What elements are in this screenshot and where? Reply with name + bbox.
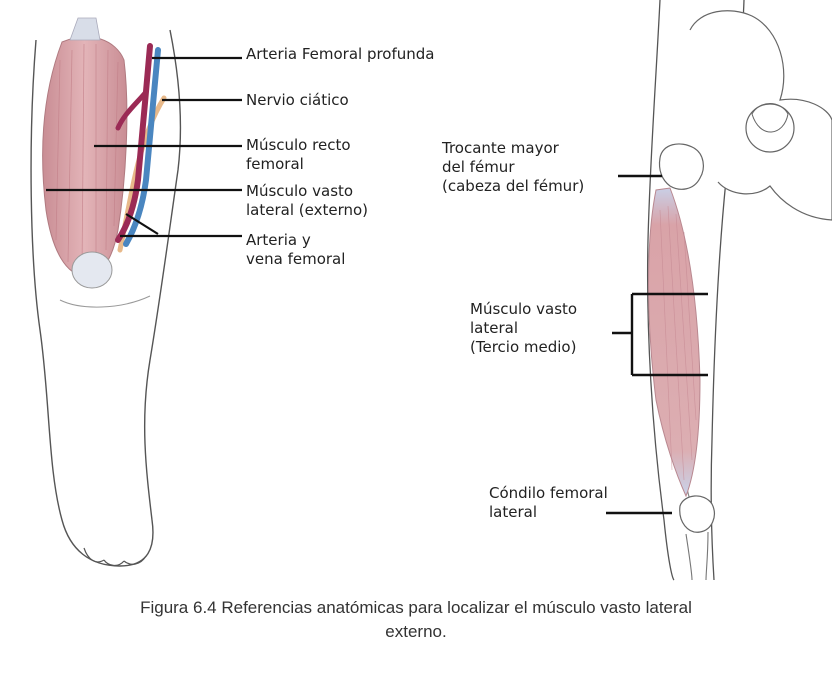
tibia xyxy=(685,531,709,581)
patella xyxy=(71,251,113,289)
vastus-fibers xyxy=(659,205,697,481)
label-arteria-vena-femoral: Arteria y vena femoral xyxy=(246,231,346,268)
deep-femoral-artery xyxy=(115,89,149,131)
label-musculo-recto-femoral: Músculo recto femoral xyxy=(246,136,351,173)
figure-caption: Figura 6.4 Referencias anatómicas para l… xyxy=(0,596,832,644)
vastus-lateralis-muscle xyxy=(648,187,701,498)
left-leg-outline xyxy=(30,29,182,567)
rectus-tendon-top xyxy=(69,17,101,41)
caption-line-1: Figura 6.4 Referencias anatómicas para l… xyxy=(140,598,692,617)
femoral-artery xyxy=(115,43,153,243)
pelvis xyxy=(689,10,832,221)
left-leg-illustration xyxy=(30,17,182,567)
label-arteria-femoral-profunda: Arteria Femoral profunda xyxy=(246,45,435,63)
label-trocante-mayor: Trocante mayor del fémur (cabeza del fém… xyxy=(442,139,585,195)
left-knee-line xyxy=(59,295,151,308)
left-leader-lines xyxy=(46,56,242,238)
left-foot-toes xyxy=(83,547,147,566)
label-nervio-ciatico: Nervio ciático xyxy=(246,91,349,109)
greater-trochanter xyxy=(658,143,704,190)
rectus-femoris-muscle xyxy=(42,36,128,277)
femoral-vein xyxy=(123,47,161,247)
muscle-fibers xyxy=(55,43,119,271)
label-musculo-vasto-lateral-tercio-medio: Músculo vasto lateral (Tercio medio) xyxy=(470,300,578,356)
label-condilo-femoral-lateral: Cóndilo femoral lateral xyxy=(489,484,608,521)
lateral-femoral-condyle xyxy=(679,495,715,533)
caption-line-2: externo. xyxy=(385,622,447,641)
right-leader-lines xyxy=(606,174,708,515)
label-musculo-vasto-lateral-externo: Músculo vasto lateral (externo) xyxy=(246,182,369,219)
right-leg-illustration xyxy=(646,0,832,581)
sacrum xyxy=(751,103,789,133)
